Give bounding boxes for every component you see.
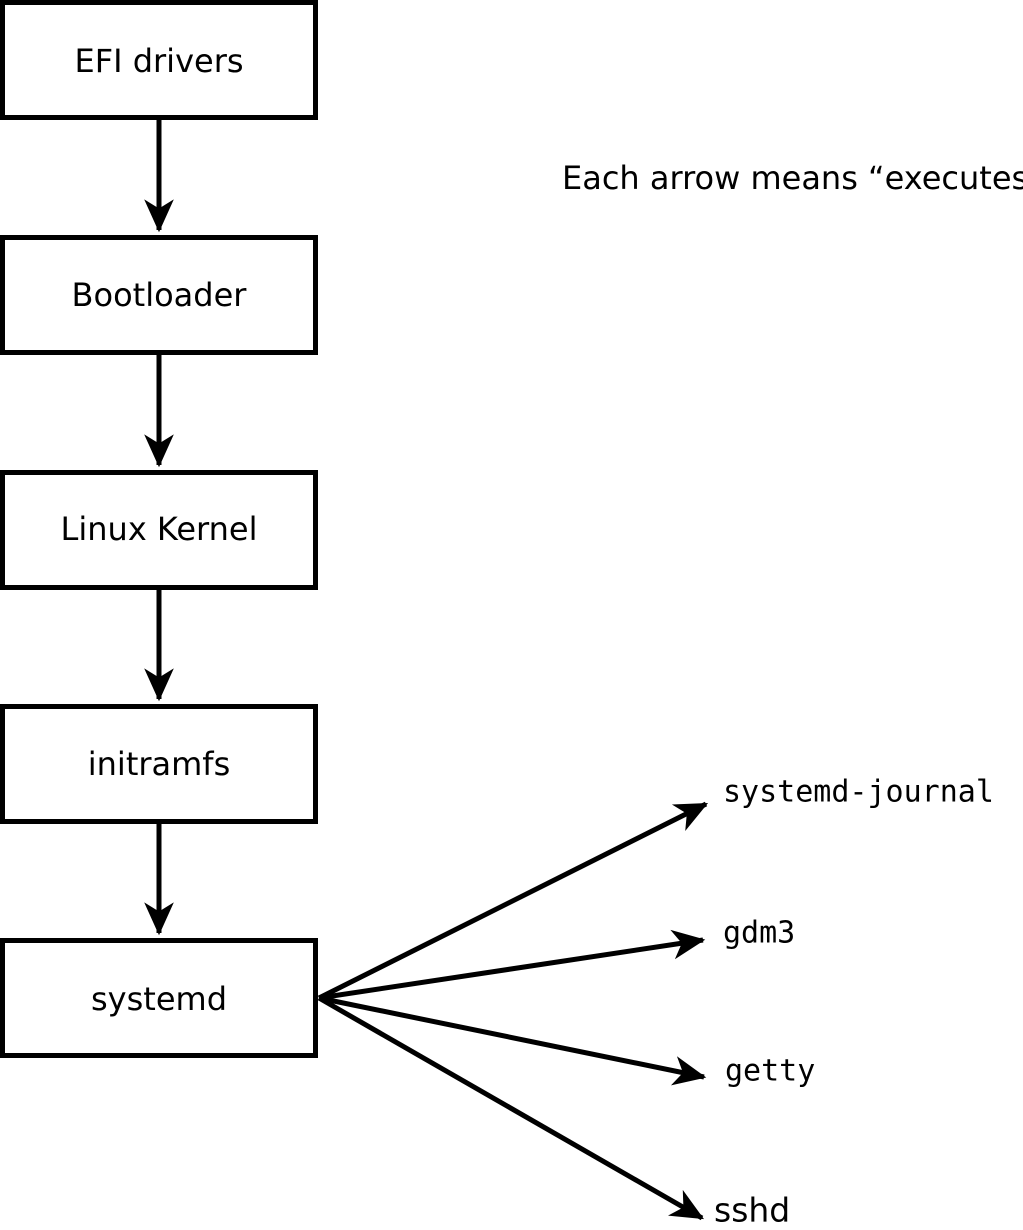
box-initramfs bbox=[0, 704, 318, 824]
box-bootloader bbox=[0, 235, 318, 355]
arrow-systemd-to-getty bbox=[318, 995, 707, 1086]
leaf-label-gdm3: gdm3 bbox=[723, 916, 795, 951]
arrow-systemd-to-sshd bbox=[317, 995, 705, 1221]
box-label-bootloader: Bootloader bbox=[72, 276, 248, 314]
box-label-linux-kernel: Linux Kernel bbox=[61, 510, 258, 548]
box-label-systemd: systemd bbox=[91, 980, 227, 1018]
leaf-label-systemd-journal: systemd-journal bbox=[723, 775, 994, 810]
arrow-systemd-to-gdm3 bbox=[318, 929, 706, 1001]
box-systemd bbox=[0, 938, 318, 1058]
leaf-label-sshd: sshd bbox=[714, 1191, 790, 1230]
arrow-systemd-to-systemd-journal bbox=[317, 801, 709, 1001]
box-efi-drivers bbox=[0, 0, 318, 120]
arrow-meaning-note: Each arrow means “executes”. bbox=[562, 159, 1023, 197]
box-label-initramfs: initramfs bbox=[88, 745, 230, 783]
leaf-label-getty: getty bbox=[725, 1054, 815, 1089]
box-label-efi-drivers: EFI drivers bbox=[74, 42, 243, 80]
